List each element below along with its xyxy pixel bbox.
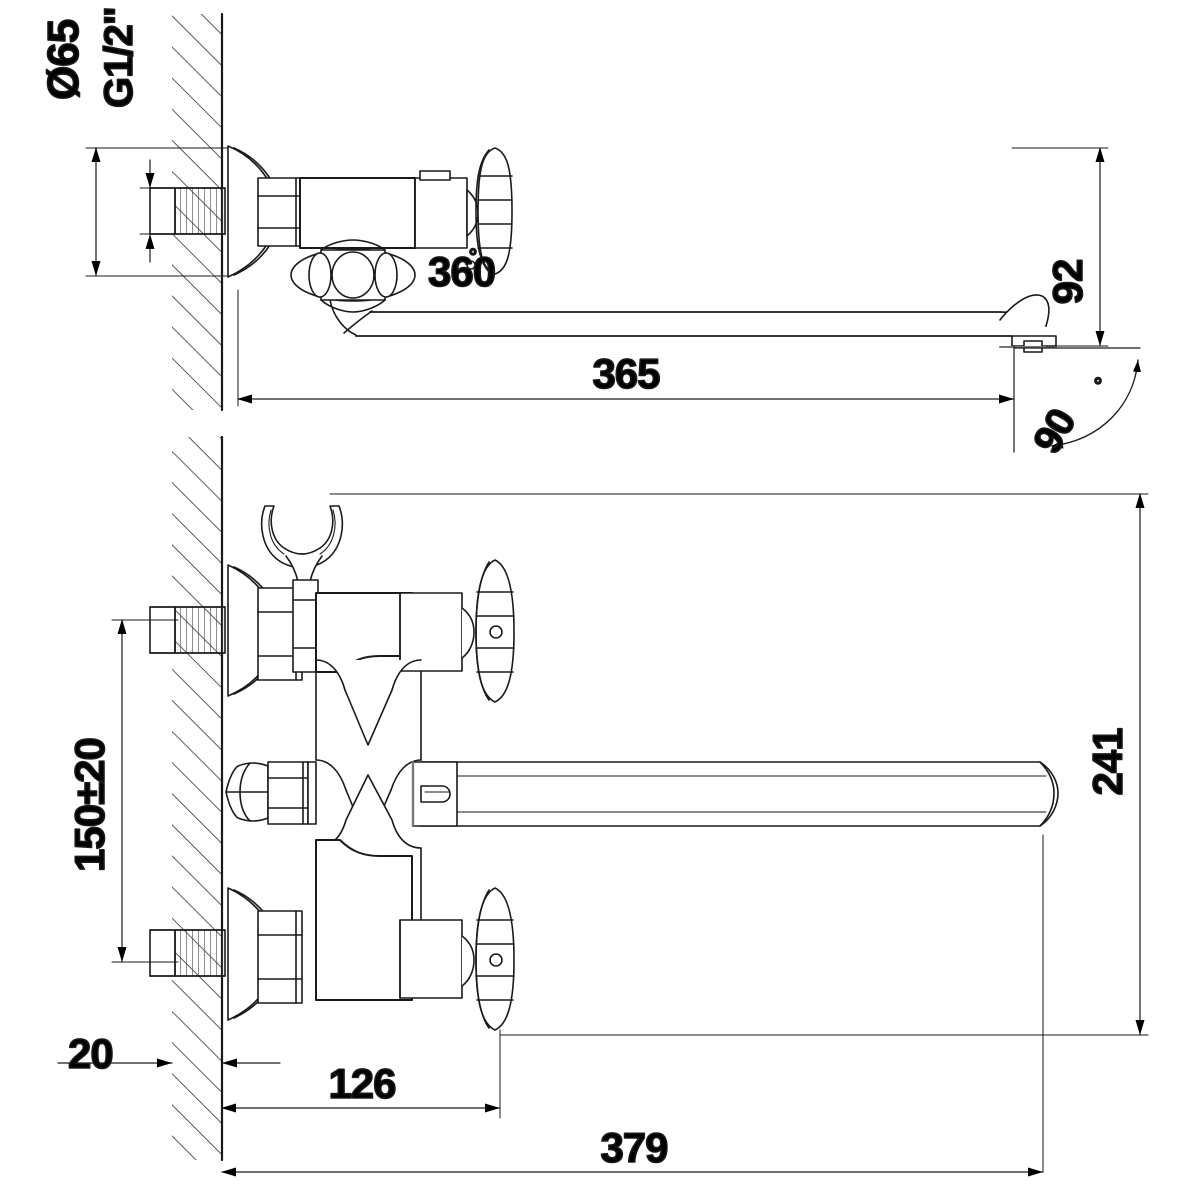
top-view-assembly xyxy=(149,145,1057,353)
dim-length-365: 365 xyxy=(592,350,660,397)
dim-total-length-379: 379 xyxy=(600,1124,667,1171)
angle-90-indicator xyxy=(1013,345,1141,453)
inlet-thread-top xyxy=(149,187,226,235)
dim-diameter-65: Ø65 xyxy=(39,19,88,100)
lower-valve-body xyxy=(315,839,475,1001)
inlet-thread-upper-front xyxy=(149,606,226,654)
cross-handle-upper-front xyxy=(475,559,515,703)
shower-holder-hook xyxy=(261,505,343,673)
dim-total-height-241: 241 xyxy=(1084,728,1131,796)
dim-wall-offset-20: 20 xyxy=(68,1030,113,1077)
dim-angle-90-unit: ° xyxy=(1094,375,1102,397)
dimensions-bottom: 150±20 20 126 379 241 xyxy=(57,493,1149,1177)
cross-handle-top xyxy=(466,147,513,275)
dim-thread-g12: G1/2" xyxy=(97,7,141,108)
dim-body-depth-126: 126 xyxy=(328,1060,395,1107)
spout-top-view xyxy=(355,294,1057,353)
cross-handle-lower-front xyxy=(475,887,515,1031)
hex-nut-top xyxy=(257,177,303,247)
dim-rotation-360-unit: ° xyxy=(469,246,477,268)
diverter-knob-front xyxy=(225,761,317,825)
dim-height-92: 92 xyxy=(1044,260,1091,305)
dim-angle-90: 90 xyxy=(1025,402,1084,461)
mixer-body-top xyxy=(299,170,468,249)
dim-rotation-360: 360 xyxy=(428,248,495,295)
inlet-thread-lower-front xyxy=(149,929,226,977)
spout-front-view xyxy=(411,760,1059,828)
mixer-center-body xyxy=(315,659,422,936)
hex-nut-lower-front xyxy=(257,910,303,1004)
front-view-assembly xyxy=(149,505,1059,1031)
spout-swivel-diverter xyxy=(290,239,416,336)
wall-section-bottom xyxy=(172,435,224,1162)
dim-center-distance-150: 150±20 xyxy=(66,738,113,872)
